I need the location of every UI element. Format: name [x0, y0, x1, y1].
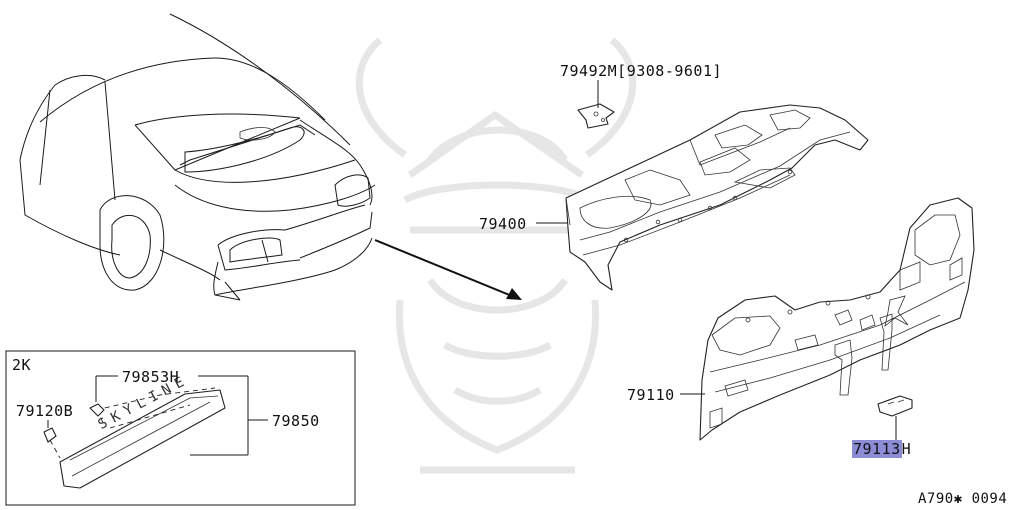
part-suffix: H [901, 440, 912, 458]
part-79110-rear-panel [680, 197, 975, 441]
label-79113H[interactable]: 79113H [852, 440, 911, 458]
direction-arrow [374, 239, 522, 300]
highlighted-part-number[interactable]: 79113 [852, 440, 902, 458]
label-79120B: 79120B [16, 402, 74, 420]
part-79492M-bracket [577, 80, 615, 129]
inset-variant-label: 2K [12, 356, 32, 374]
part-79400-rear-parcel-shelf [536, 104, 869, 291]
label-79400: 79400 [479, 215, 527, 233]
label-79110: 79110 [627, 386, 675, 404]
inset-2k-panel [5, 350, 356, 506]
car-illustration [19, 13, 376, 301]
part-79113H-clip [877, 395, 913, 440]
figure-code: A790✱ 0094 [918, 491, 1008, 507]
label-79850: 79850 [272, 412, 320, 430]
label-79492M: 79492M[9308-9601] [560, 62, 723, 80]
watermark-helmet-logo [355, 37, 637, 474]
label-79853H: 79853H [122, 368, 180, 386]
